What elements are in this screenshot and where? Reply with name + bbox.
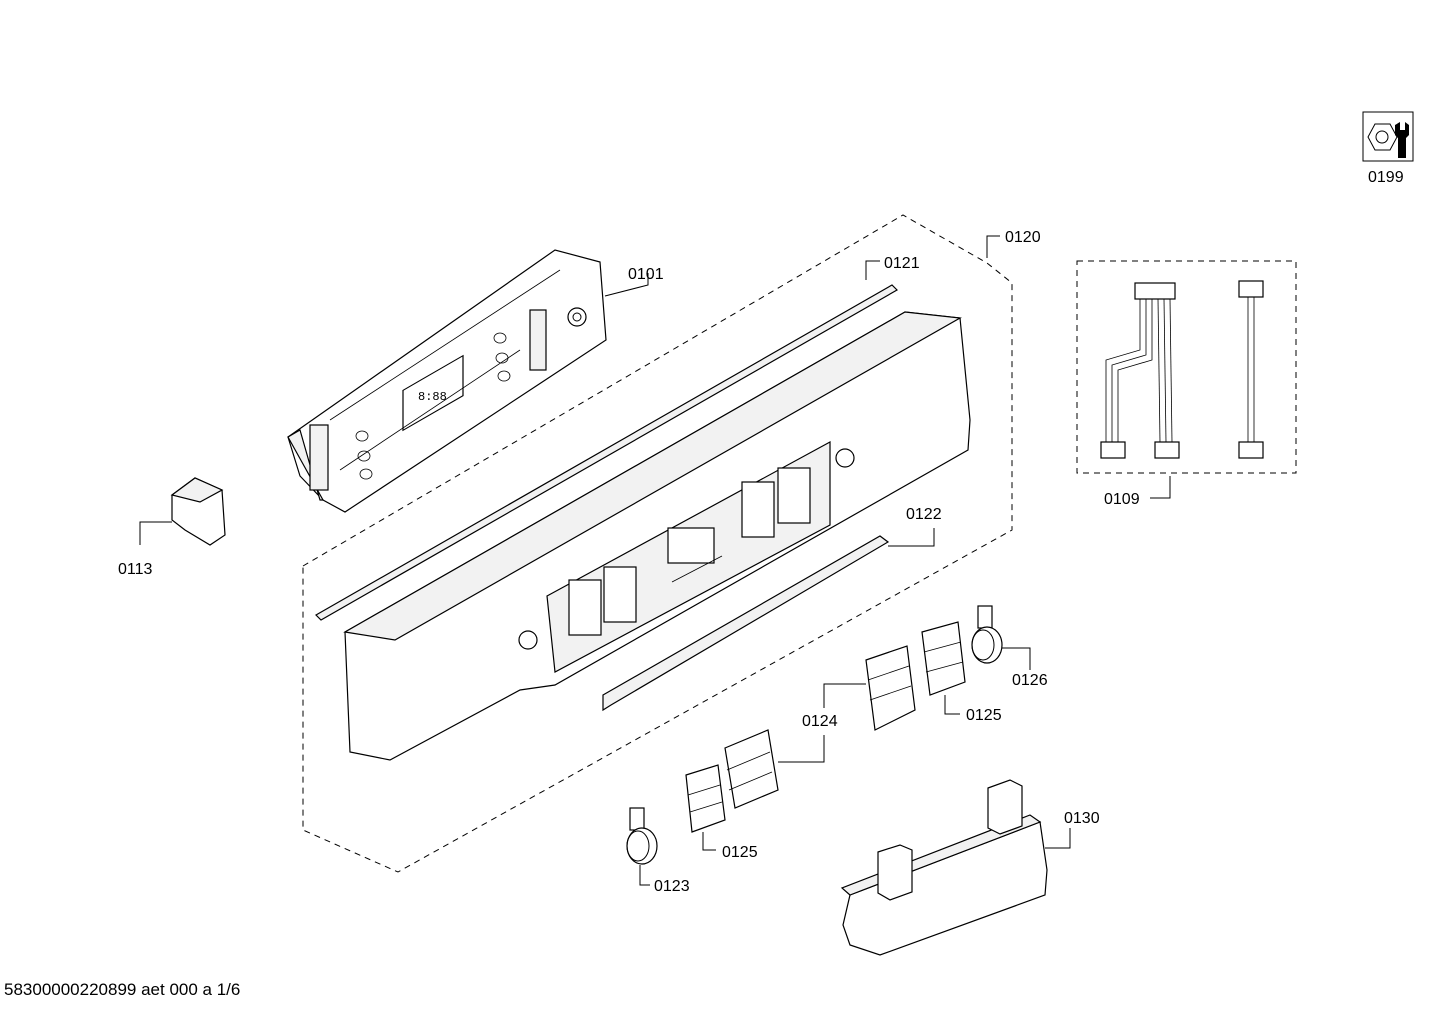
leader-0101 xyxy=(604,273,649,297)
leader-0130 xyxy=(1045,828,1071,849)
assembly-0120-outline xyxy=(302,214,1013,873)
leader-0121 xyxy=(865,260,880,280)
control-module-0101: 8:88 xyxy=(287,249,607,513)
label-0130: 0130 xyxy=(1064,810,1100,827)
seal-strip-0121 xyxy=(315,284,898,621)
nut-and-wrench-icon xyxy=(1362,111,1414,162)
label-0124: 0124 xyxy=(802,713,838,730)
leader-0109 xyxy=(1150,476,1171,499)
document-code: 58300000220899 aet 000 a 1/6 xyxy=(4,980,241,999)
label-0122: 0122 xyxy=(906,506,942,523)
button-block-0125-right xyxy=(921,621,966,696)
holder-bracket-0130 xyxy=(840,779,1048,956)
leader-0125-right xyxy=(944,695,960,715)
label-0125-left: 0125 xyxy=(722,844,758,861)
leader-0126 xyxy=(1002,647,1031,670)
label-0113: 0113 xyxy=(118,561,153,578)
wire-harness-0109 xyxy=(1100,280,1264,459)
button-block-0125-left xyxy=(685,764,726,833)
leader-0124-lower xyxy=(778,735,825,763)
control-panel-fascia xyxy=(343,311,971,761)
knob-0126 xyxy=(971,605,1003,664)
label-0109: 0109 xyxy=(1104,491,1140,508)
svg-text:8:88: 8:88 xyxy=(418,390,447,404)
label-0120: 0120 xyxy=(1005,229,1041,246)
button-block-0124-upper xyxy=(865,645,916,731)
label-0126: 0126 xyxy=(1012,672,1048,689)
leader-0123 xyxy=(639,865,650,886)
label-0101: 0101 xyxy=(628,266,664,283)
leader-0124-upper xyxy=(823,683,866,708)
clip-0113 xyxy=(170,477,226,546)
label-0121: 0121 xyxy=(884,255,920,272)
leader-0113 xyxy=(139,521,172,545)
leader-0120 xyxy=(986,235,1000,258)
label-0123: 0123 xyxy=(654,878,690,895)
harness-0109-outline xyxy=(1076,260,1297,474)
leader-0122 xyxy=(888,528,935,547)
leader-0125-left xyxy=(702,832,716,851)
knob-0123 xyxy=(626,807,658,865)
label-0125-right: 0125 xyxy=(966,707,1002,724)
label-0199: 0199 xyxy=(1368,169,1404,186)
trim-strip-0122 xyxy=(602,535,890,712)
button-block-0124-lower xyxy=(724,729,779,809)
